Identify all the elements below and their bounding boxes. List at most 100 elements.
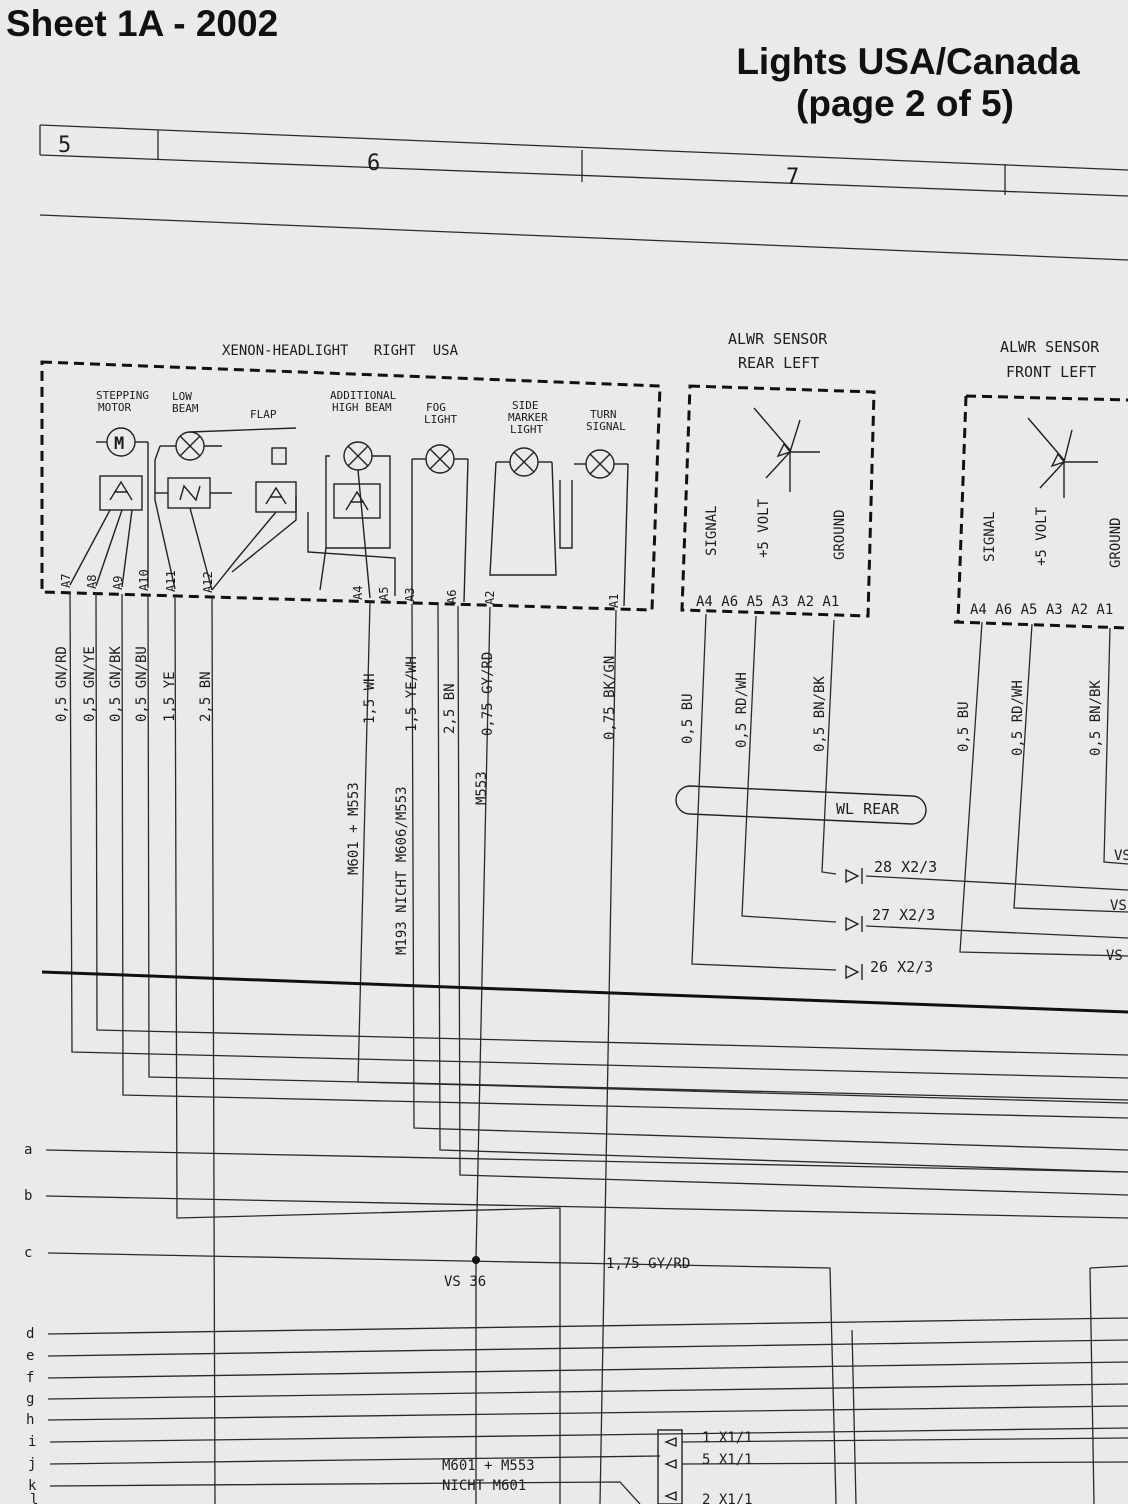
sensor-rear-wire-bu: 0,5 BU xyxy=(680,693,696,744)
xenon-headlight-right: XENON-HEADLIGHT RIGHT USA STEPPING MOTOR… xyxy=(40,343,662,612)
sheet-title: Sheet 1A - 2002 xyxy=(6,3,278,44)
sensor-front-subtitle: FRONT LEFT xyxy=(1006,363,1096,381)
row-c: c xyxy=(24,1245,32,1261)
sensor-rear-subtitle: REAR LEFT xyxy=(738,354,819,372)
pin-a6: A6 xyxy=(445,590,459,604)
pin-a8: A8 xyxy=(85,575,99,589)
wire-label-a2: 0,75 GY/RD xyxy=(480,652,496,736)
sensor-front-signal: SIGNAL xyxy=(982,511,998,562)
sensor-rear-signal: SIGNAL xyxy=(704,505,720,556)
sensor-front-title: ALWR SENSOR xyxy=(1000,338,1100,356)
wire-label-a4: 1,5 WH xyxy=(362,673,378,724)
x1-1-pin-1: 1 X1/1 xyxy=(702,1430,753,1446)
side-marker-label: SIDE xyxy=(512,399,539,412)
sensor-front-wire-bnbk: 0,5 BN/BK xyxy=(1088,680,1104,756)
x1-1-pin-5: 5 X1/1 xyxy=(702,1452,753,1468)
sensor-rear-wire-bnbk: 0,5 BN/BK xyxy=(812,676,828,752)
row-e: e xyxy=(26,1348,34,1364)
alwr-sensor-front-left: ALWR SENSOR FRONT LEFT SIGNAL +5 VOLT GR… xyxy=(953,338,1128,957)
high-beam-label-2: HIGH BEAM xyxy=(332,401,392,414)
side-marker-label-3: LIGHT xyxy=(510,423,543,436)
sensor-rear-wire-rdwh: 0,5 RD/WH xyxy=(734,672,750,748)
splice-vs36: VS 36 1,75 GY/RD xyxy=(444,1256,690,1290)
wire-175-label: 1,75 GY/RD xyxy=(606,1256,690,1272)
harness-label: WL REAR xyxy=(836,800,900,818)
turn-signal-label: TURN xyxy=(590,408,617,421)
x2-3-connectors: 28 X2/3 27 X2/3 26 X2/3 VS VS VS xyxy=(845,848,1128,980)
wire-label-a12: 2,5 BN xyxy=(198,671,214,722)
pin-a3: A3 xyxy=(403,588,417,602)
pin-a5: A5 xyxy=(377,587,391,601)
headlight-pins: A7 A8 A9 A10 A11 A12 A4 A5 A3 A6 A2 A1 xyxy=(59,569,621,608)
low-beam-label-2: BEAM xyxy=(172,402,199,415)
high-beam-driver-icon xyxy=(333,483,381,519)
headlight-title: XENON-HEADLIGHT RIGHT USA xyxy=(222,343,459,359)
high-beam-label: ADDITIONAL xyxy=(330,389,397,402)
grid-col-5: 5 xyxy=(58,133,71,158)
turn-signal-label-2: SIGNAL xyxy=(586,420,626,433)
diagram-title: Lights USA/Canada xyxy=(736,41,1080,82)
bus-rows: a b c d e f g h i j k l xyxy=(24,1142,1128,1504)
row-g: g xyxy=(26,1391,34,1407)
connector-27: 27 X2/3 xyxy=(872,906,935,924)
pin-a9: A9 xyxy=(111,576,125,590)
bottom-note-2: NICHT M601 xyxy=(442,1478,526,1494)
sensor-front-5volt: +5 VOLT xyxy=(1034,506,1050,566)
bottom-section: M601 + M553 NICHT M601 1 X1/1 5 X1/1 2 X… xyxy=(442,1429,1128,1504)
note-m193: M193 NICHT M606/M553 xyxy=(394,786,410,955)
sensor-front-wire-rdwh: 0,5 RD/WH xyxy=(1010,680,1026,756)
side-marker-label-2: MARKER xyxy=(508,411,548,424)
vs-label-2: VS xyxy=(1110,898,1127,914)
sensor-rear-pins: A4 A6 A5 A3 A2 A1 xyxy=(696,594,839,610)
wire-label-a1: 0,75 BK/GN xyxy=(602,656,618,740)
row-i: i xyxy=(28,1434,36,1450)
connector-28: 28 X2/3 xyxy=(874,858,937,876)
row-b: b xyxy=(24,1188,32,1204)
pin-a10: A10 xyxy=(137,569,151,591)
sensor-rear-title: ALWR SENSOR xyxy=(728,330,828,348)
sensor-front-wire-bu: 0,5 BU xyxy=(956,701,972,752)
pin-a2: A2 xyxy=(483,591,497,605)
ballast-icon xyxy=(167,477,211,509)
vs-label-1: VS xyxy=(1114,848,1128,864)
pin-a1: A1 xyxy=(607,594,621,608)
row-a: a xyxy=(24,1142,32,1158)
x1-1-pin-2: 2 X1/1 xyxy=(702,1492,753,1504)
flap-actuator-icon xyxy=(271,447,287,465)
fog-light-label-2: LIGHT xyxy=(424,413,457,426)
wire-label-a3: 2,5 BN xyxy=(442,683,458,734)
note-m553: M553 xyxy=(474,771,490,805)
row-d: d xyxy=(26,1326,34,1342)
wire-label-a7: 0,5 GN/RD xyxy=(54,646,70,722)
headlight-wire-labels: 0,5 GN/RD 0,5 GN/YE 0,5 GN/BK 0,5 GN/BU … xyxy=(54,646,618,955)
wire-label-a9: 0,5 GN/BK xyxy=(108,646,124,722)
pin-a11: A11 xyxy=(164,570,178,592)
fog-light-label: FOG xyxy=(426,401,446,414)
connector-26: 26 X2/3 xyxy=(870,958,933,976)
grid-col-6: 6 xyxy=(367,151,380,176)
pin-a4: A4 xyxy=(351,586,365,600)
vs-label-3: VS xyxy=(1106,948,1123,964)
wire-label-a8: 0,5 GN/YE xyxy=(82,646,98,722)
motor-symbol: M xyxy=(114,434,124,454)
wire-label-a10: 0,5 GN/BU xyxy=(134,646,150,722)
row-k: k xyxy=(28,1478,37,1494)
splice-label: VS 36 xyxy=(444,1274,486,1290)
row-h: h xyxy=(26,1412,34,1428)
alwr-sensor-rear-left: ALWR SENSOR REAR LEFT SIGNAL +5 VOLT GRO… xyxy=(680,330,876,971)
grid-col-7: 7 xyxy=(786,165,799,190)
sensor-rear-ground: GROUND xyxy=(832,509,848,560)
column-grid: 5 6 7 xyxy=(39,124,1128,261)
bottom-note-1: M601 + M553 xyxy=(442,1458,535,1474)
pin-a12: A12 xyxy=(201,571,215,593)
motor-driver-icon xyxy=(99,475,143,511)
x1-1-connector-block xyxy=(657,1429,683,1504)
stepping-motor-label: STEPPING xyxy=(96,389,149,402)
page-label: (page 2 of 5) xyxy=(796,83,1014,124)
sensor-front-pins: A4 A6 A5 A3 A2 A1 xyxy=(970,602,1113,618)
wire-label-a11: 1,5 YE xyxy=(162,671,178,722)
row-l: l xyxy=(30,1492,38,1504)
wire-label-a5: 1,5 YE/WH xyxy=(404,656,420,732)
row-j: j xyxy=(28,1456,36,1472)
